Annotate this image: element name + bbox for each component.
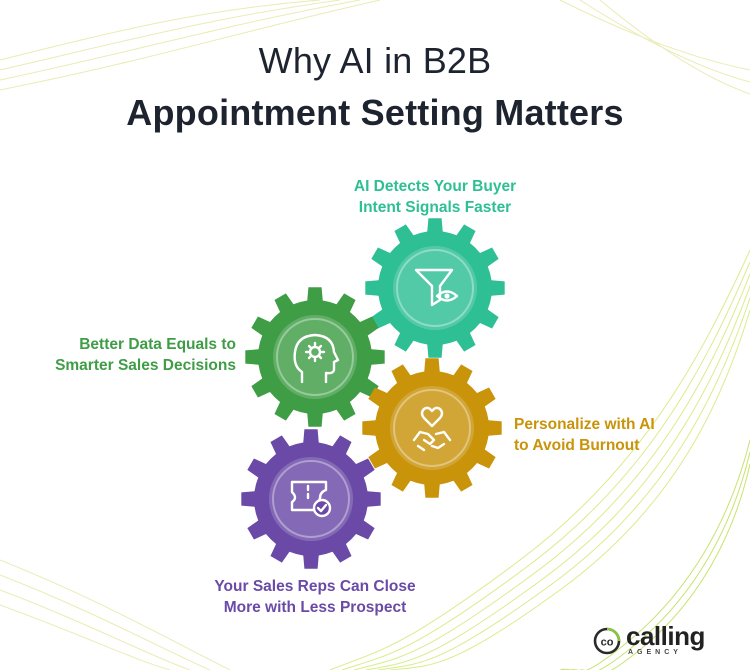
label-better-data: Better Data Equals to Smarter Sales Deci…: [40, 334, 236, 376]
gear-personalize: [362, 358, 502, 498]
svg-text:co: co: [601, 637, 614, 649]
label-sales-reps: Your Sales Reps Can Close More with Less…: [190, 576, 440, 618]
label-personalize: Personalize with AI to Avoid Burnout: [514, 414, 714, 456]
calling-agency-logo-icon: co: [593, 627, 621, 655]
logo-subtitle: AGENCY: [628, 649, 682, 656]
gear-sales-reps: [241, 429, 381, 569]
label-better-data-line-1: Better Data Equals to: [79, 336, 236, 353]
label-sales-reps-line-1: Your Sales Reps Can Close: [214, 578, 416, 595]
gear-better-data: [245, 287, 385, 427]
brand-logo: co calling AGENCY: [592, 621, 718, 658]
label-personalize-line-1: Personalize with AI: [514, 416, 655, 433]
label-intent-line-1: AI Detects Your Buyer: [353, 178, 517, 195]
gear-intent-signals: [365, 218, 505, 358]
ticket-check-icon: [290, 480, 332, 518]
label-intent-line-2: Intent Signals Faster: [358, 199, 512, 216]
label-intent-signals: AI Detects Your Buyer Intent Signals Fas…: [330, 176, 540, 218]
label-sales-reps-line-2: More with Less Prospect: [223, 599, 407, 616]
logo-word: calling: [626, 621, 705, 651]
label-personalize-line-2: to Avoid Burnout: [514, 437, 640, 454]
head-gear-icon: [293, 333, 340, 384]
funnel-eye-icon: [414, 268, 459, 307]
title-line-2: Appointment Setting Matters: [126, 92, 624, 133]
label-better-data-line-2: Smarter Sales Decisions: [55, 357, 236, 374]
title-line-1: Why AI in B2B: [258, 40, 492, 81]
heart-handshake-icon: [412, 406, 452, 452]
